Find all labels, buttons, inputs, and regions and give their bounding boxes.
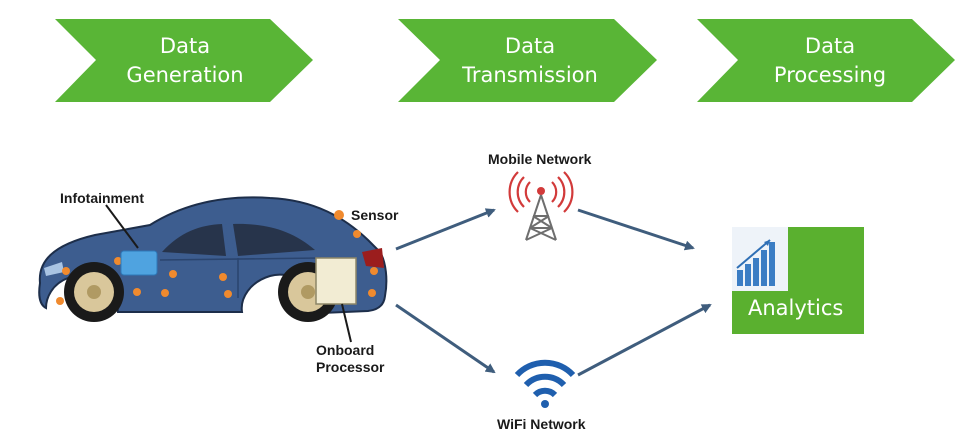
mobile-network-label: Mobile Network xyxy=(488,151,592,167)
onboard-label-line2: Processor xyxy=(316,359,385,375)
analytics-box xyxy=(732,227,864,334)
arrow-mobile-to-analytics xyxy=(577,208,695,251)
stage-line2: Transmission xyxy=(462,63,598,87)
stage-line2: Generation xyxy=(126,63,244,87)
car-icon xyxy=(38,196,388,322)
stage-data-transmission: Data Transmission xyxy=(450,32,610,90)
stage-line1: Data xyxy=(159,34,211,58)
stage-line1: Data xyxy=(804,34,856,58)
onboard-label-line1: Onboard xyxy=(316,342,375,358)
arrow-wifi-to-analytics xyxy=(577,303,712,377)
sensor-dots xyxy=(56,230,378,305)
infotainment-label: Infotainment xyxy=(60,190,144,206)
arrow-car-to-wifi xyxy=(395,303,496,374)
chevron-data-generation xyxy=(55,19,313,102)
infotainment-screen xyxy=(120,250,158,276)
stage-data-processing: Data Processing xyxy=(750,32,910,90)
wifi-icon xyxy=(514,359,576,408)
analytics-label: Analytics xyxy=(748,296,844,320)
sensor-legend-dot xyxy=(334,210,344,220)
flow-arrows xyxy=(395,208,712,377)
chevron-data-processing xyxy=(697,19,955,102)
stage-data-generation: Data Generation xyxy=(110,32,260,90)
sensor-label: Sensor xyxy=(351,207,399,223)
onboard-processor-label: Onboard Processor xyxy=(316,342,384,376)
cell-tower-icon xyxy=(508,171,574,241)
chevron-data-transmission xyxy=(398,19,657,102)
stage-line1: Data xyxy=(504,34,556,58)
onboard-processor-box xyxy=(315,257,357,305)
wifi-network-label: WiFi Network xyxy=(497,416,586,432)
stage-line2: Processing xyxy=(773,63,887,87)
arrow-car-to-mobile xyxy=(395,208,496,251)
